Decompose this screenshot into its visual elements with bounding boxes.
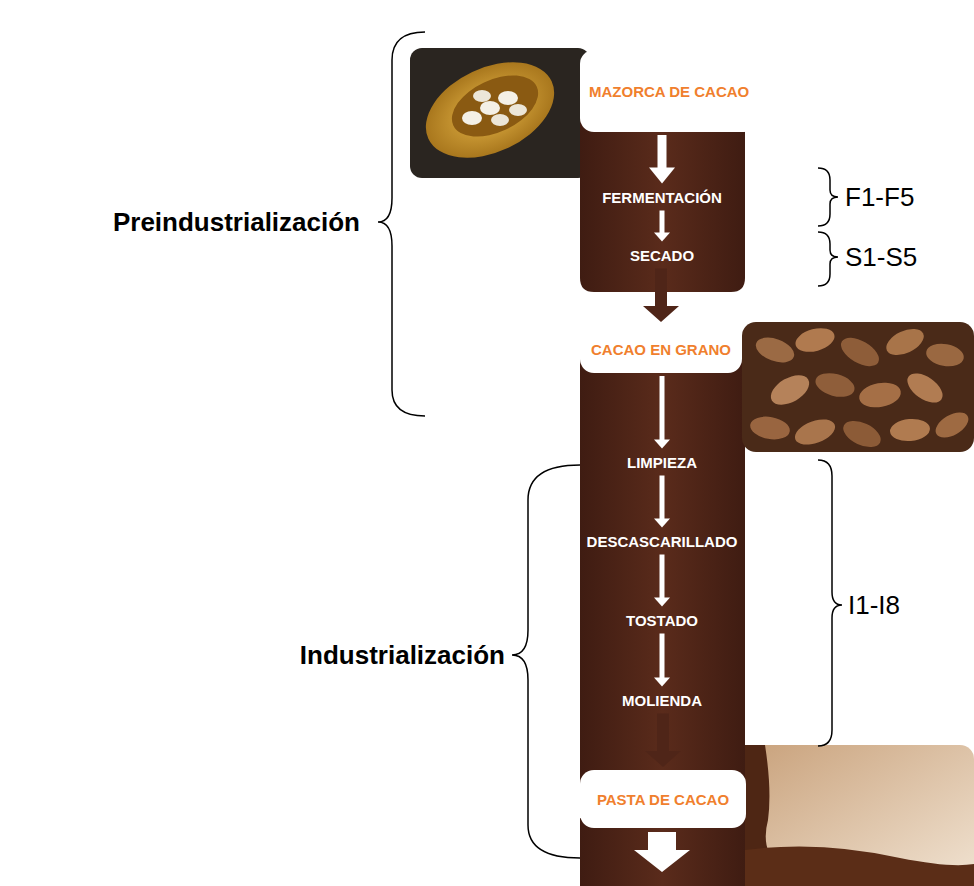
process-step: FERMENTACIÓN xyxy=(598,187,726,208)
bracket xyxy=(818,168,838,226)
process-step: MOLIENDA xyxy=(618,690,706,711)
step-name: FERMENTACIÓN xyxy=(602,189,722,206)
flow-arrow xyxy=(654,211,670,242)
step-name: LIMPIEZA xyxy=(627,454,697,471)
phase-label: Preindustrialización xyxy=(113,207,360,238)
step-name: DESCASCARILLADO xyxy=(587,533,738,550)
sample-code: F1-F5 xyxy=(845,182,914,213)
bracket xyxy=(818,460,842,746)
step-name: TOSTADO xyxy=(626,612,698,629)
process-step: LIMPIEZA xyxy=(623,452,701,473)
product-name: MAZORCA DE CACAO xyxy=(589,83,749,100)
bracket xyxy=(818,232,838,286)
sample-code: S1-S5 xyxy=(845,242,917,273)
flow-arrow xyxy=(654,634,670,687)
process-step: TOSTADO xyxy=(622,610,702,631)
step-name: MOLIENDA xyxy=(622,692,702,709)
flow-arrow xyxy=(649,135,675,184)
process-column xyxy=(580,818,745,886)
process-step: SECADO xyxy=(626,245,698,266)
product-box: PASTA DE CACAO xyxy=(580,770,746,828)
flow-arrow xyxy=(634,832,690,872)
phase-label: Industrialización xyxy=(300,640,505,671)
beans-photo xyxy=(742,322,974,452)
bracket xyxy=(512,465,580,858)
flow-arrow xyxy=(654,555,670,607)
chocolate-photo xyxy=(745,745,974,886)
flow-arrow xyxy=(643,269,679,323)
pod-photo xyxy=(410,43,590,178)
product-name: CACAO EN GRANO xyxy=(591,341,731,358)
product-name: PASTA DE CACAO xyxy=(597,791,729,808)
flow-arrow xyxy=(654,476,670,528)
flow-arrow xyxy=(654,376,670,449)
step-name: SECADO xyxy=(630,247,694,264)
process-column xyxy=(580,345,745,785)
bracket xyxy=(378,32,425,416)
sample-code: I1-I8 xyxy=(848,590,900,621)
process-step: DESCASCARILLADO xyxy=(583,531,742,552)
product-box: MAZORCA DE CACAO xyxy=(580,50,758,132)
product-box: CACAO EN GRANO xyxy=(580,325,742,373)
flow-arrow xyxy=(645,714,681,768)
